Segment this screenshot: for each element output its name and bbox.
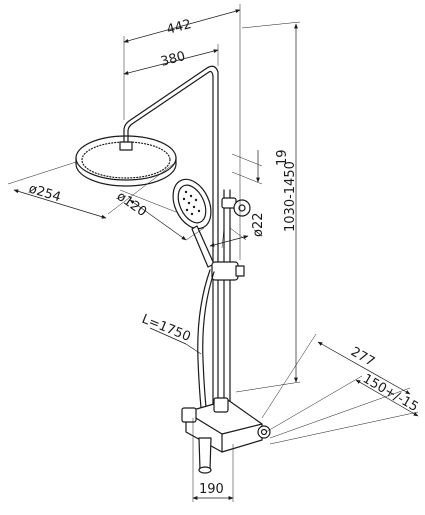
label-arm-442: 442	[165, 17, 193, 38]
head-connector	[119, 141, 133, 151]
dimension-hand-shower-diameter	[119, 189, 205, 241]
riser-pipe	[223, 189, 231, 421]
thermostatic-mixer	[181, 397, 271, 474]
dimension-arm-380	[123, 44, 219, 75]
dimension-height	[235, 21, 301, 393]
tub-spout	[198, 437, 212, 471]
hand-shower	[172, 178, 215, 268]
label-pipe-diameter: ø22	[251, 213, 266, 238]
label-inlet-spacing: 150+/-15	[360, 371, 421, 415]
mixer-knob-left	[181, 407, 197, 423]
dimension-offset-19	[231, 150, 263, 185]
mixer-knob-right	[257, 425, 271, 439]
label-hand-shower-diameter: ø120	[114, 189, 149, 220]
label-arm-380: 380	[159, 49, 187, 70]
hand-shower-holder	[211, 261, 245, 281]
label-wall-277: 277	[348, 344, 377, 369]
mixer-knob-top	[213, 397, 229, 413]
overhead-shower-head	[75, 135, 177, 187]
dimension-inlet-spacing	[265, 375, 419, 445]
label-offset-19: 19	[275, 149, 290, 166]
pipe-clamp	[221, 197, 251, 217]
dimension-head-diameter	[7, 161, 177, 219]
label-mixer-width: 190	[199, 482, 224, 497]
dimension-pipe-diameter	[209, 227, 249, 249]
dimension-mixer-width	[192, 418, 234, 502]
dimension-hose-length	[149, 327, 202, 355]
label-head-diameter: ø254	[27, 181, 63, 205]
label-hose-length: L=1750	[140, 312, 193, 345]
label-height: 1030-1450	[283, 161, 298, 232]
dimension-arm-442	[123, 4, 241, 260]
